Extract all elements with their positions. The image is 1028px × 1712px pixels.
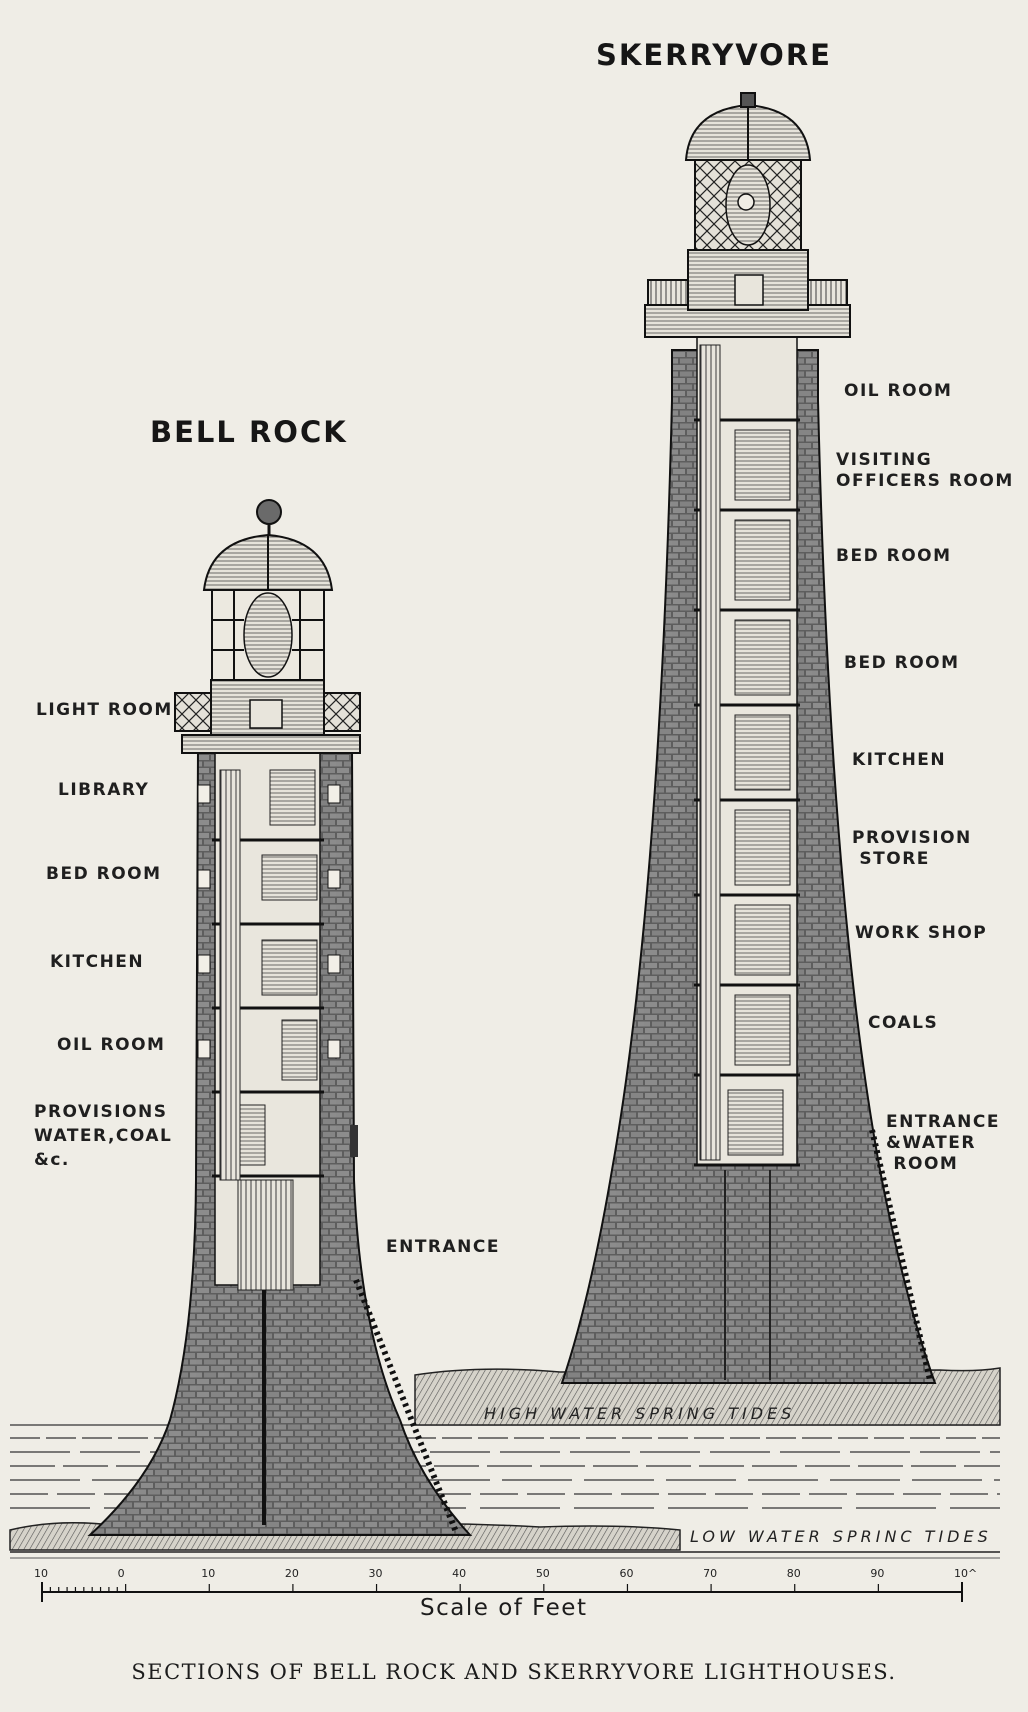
low-water-label: LOW WATER SPRINC TIDES (690, 1527, 992, 1546)
skerryvore-label-coals: COALS (868, 1013, 939, 1033)
scale-tick-label: 80 (786, 1567, 801, 1580)
bell-rock-lantern-mullions (212, 590, 324, 680)
scale-bar (41, 1582, 963, 1602)
skerryvore-label-work-shop: WORK SHOP (855, 923, 988, 943)
skerryvore-lighthouse (560, 92, 937, 1384)
scale-tick-label: 10 (201, 1567, 216, 1580)
scale-tick-label: 20 (284, 1567, 299, 1580)
bell-rock-steps (353, 1278, 459, 1534)
bell-rock-lighthouse (87, 499, 473, 1536)
skerryvore-label-provision-store: PROVISION STORE (852, 828, 972, 869)
bell-rock-label-kitchen: KITCHEN (50, 952, 145, 972)
skerryvore-label-kitchen: KITCHEN (852, 750, 947, 770)
skerryvore-steps (869, 1129, 933, 1381)
skerryvore-label-entrance-water-room: ENTRANCE &WATER ROOM (886, 1112, 1000, 1174)
scale-tick-label: 70 (703, 1567, 718, 1580)
bell-rock-railing-left (174, 692, 212, 732)
bell-rock-lantern-door (249, 699, 283, 729)
scale-tick-label: 10^ (954, 1567, 978, 1580)
bell-rock-lens (243, 592, 293, 678)
bell-rock-label-oil-room: OIL ROOM (57, 1035, 166, 1055)
scale-label: Scale of Feet (420, 1595, 588, 1621)
skerryvore-lantern-door (734, 274, 764, 306)
bell-rock-label-bed-room: BED ROOM (46, 864, 162, 884)
skerryvore-railing-left (647, 279, 691, 306)
high-water-label: HIGH WATER SPRING TIDES (484, 1404, 796, 1423)
skerryvore-title: SKERRYVORE (596, 38, 832, 72)
bell-rock-ball-finial (256, 499, 282, 525)
scale-tick-label: 40 (452, 1567, 467, 1580)
scale-tick-label: 10 (34, 1567, 48, 1580)
bell-rock-title: BELL ROCK (150, 415, 348, 449)
bell-rock-entrance-door (350, 1125, 358, 1157)
bell-rock-label-provisions: PROVISIONS WATER,COAL &c. (34, 1102, 173, 1170)
scale-tick-label: 90 (870, 1567, 885, 1580)
skerryvore-furniture (727, 429, 791, 1156)
skerryvore-label-oil-room: OIL ROOM (844, 381, 953, 401)
skerryvore-finial (740, 92, 756, 108)
skerryvore-railing-right (804, 279, 848, 306)
bell-rock-label-light-room: LIGHT ROOM (36, 700, 173, 720)
figure-caption: SECTIONS OF BELL ROCK AND SKERRYVORE LIG… (131, 1660, 897, 1684)
scale-tick-label: 30 (368, 1567, 383, 1580)
bell-rock-label-entrance: ENTRANCE (386, 1237, 500, 1257)
bell-rock-railing-right (323, 692, 361, 732)
skerryvore-stair (699, 344, 721, 1161)
bell-rock-stair (219, 769, 294, 1291)
scale-tick-label: 50 (535, 1567, 550, 1580)
bell-rock-cornice (181, 734, 361, 754)
skerryvore-label-bed-room-2: BED ROOM (844, 653, 960, 673)
scale-tick-label: 60 (619, 1567, 634, 1580)
bell-rock-furniture (219, 769, 318, 1166)
scale-tick-label: 0 (117, 1567, 125, 1580)
skerryvore-label-bed-room-1: BED ROOM (836, 546, 952, 566)
bell-rock-windows (197, 784, 341, 1059)
skerryvore-label-visiting-officers-room: VISITING OFFICERS ROOM (836, 450, 1014, 491)
bell-rock-label-library: LIBRARY (58, 780, 150, 800)
